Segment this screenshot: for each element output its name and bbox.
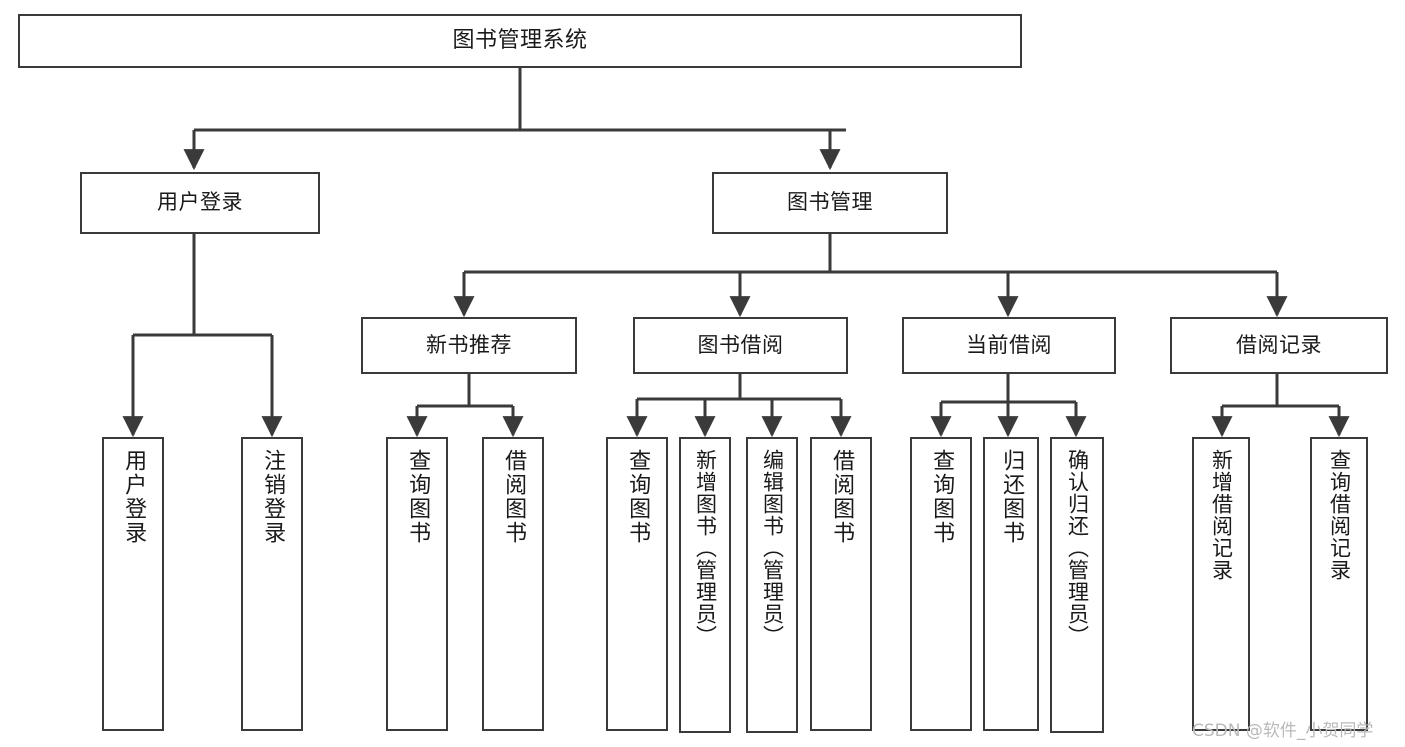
node-current-borrow[interactable]: 当前借阅 (902, 317, 1116, 374)
node-label: 借阅图书 (829, 449, 855, 545)
node-borrow-records[interactable]: 借阅记录 (1170, 317, 1388, 374)
node-book-management[interactable]: 图书管理 (712, 172, 948, 234)
node-root-system[interactable]: 图书管理系统 (18, 14, 1022, 68)
leaf-add-borrow-record[interactable]: 新增借阅记录 (1192, 437, 1250, 731)
leaf-confirm-return-admin[interactable]: 确认归还（管理员） (1050, 437, 1104, 733)
node-label: 归还图书 (999, 449, 1025, 545)
leaf-query-book-borrow[interactable]: 查询图书 (606, 437, 668, 731)
node-label: 编辑图书（管理员） (760, 449, 785, 647)
node-label: 查询借阅记录 (1327, 449, 1352, 581)
csdn-watermark: CSDN @软件_小贺同学 (1192, 721, 1374, 741)
node-label: 当前借阅 (966, 332, 1052, 357)
leaf-borrow-book-recommend[interactable]: 借阅图书 (482, 437, 544, 731)
node-label: 新增图书（管理员） (693, 449, 718, 647)
node-label: 注销登录 (260, 449, 286, 545)
node-user-login[interactable]: 用户登录 (80, 172, 320, 234)
node-new-book-recommend[interactable]: 新书推荐 (361, 317, 577, 374)
node-label: 新增借阅记录 (1209, 449, 1234, 581)
node-label: 图书管理系统 (452, 27, 588, 53)
node-label: 借阅记录 (1236, 332, 1322, 357)
leaf-edit-book-admin[interactable]: 编辑图书（管理员） (746, 437, 798, 733)
leaf-query-book-current[interactable]: 查询图书 (910, 437, 972, 731)
node-label: 用户登录 (121, 449, 147, 545)
node-label: 用户登录 (157, 190, 243, 215)
node-label: 借阅图书 (501, 449, 527, 545)
leaf-user-login[interactable]: 用户登录 (102, 437, 164, 731)
leaf-return-book[interactable]: 归还图书 (983, 437, 1039, 731)
node-book-borrow[interactable]: 图书借阅 (633, 317, 848, 374)
node-label: 图书管理 (787, 190, 873, 215)
node-label: 查询图书 (625, 449, 651, 545)
node-label: 查询图书 (405, 449, 431, 545)
node-label: 查询图书 (929, 449, 955, 545)
leaf-user-logout[interactable]: 注销登录 (241, 437, 303, 731)
leaf-borrow-book[interactable]: 借阅图书 (810, 437, 872, 731)
leaf-add-book-admin[interactable]: 新增图书（管理员） (679, 437, 731, 733)
node-label: 新书推荐 (426, 332, 512, 357)
leaf-query-book-recommend[interactable]: 查询图书 (386, 437, 448, 731)
node-label: 图书借阅 (697, 332, 784, 357)
node-label: 确认归还（管理员） (1065, 449, 1090, 647)
leaf-query-borrow-record[interactable]: 查询借阅记录 (1310, 437, 1368, 731)
